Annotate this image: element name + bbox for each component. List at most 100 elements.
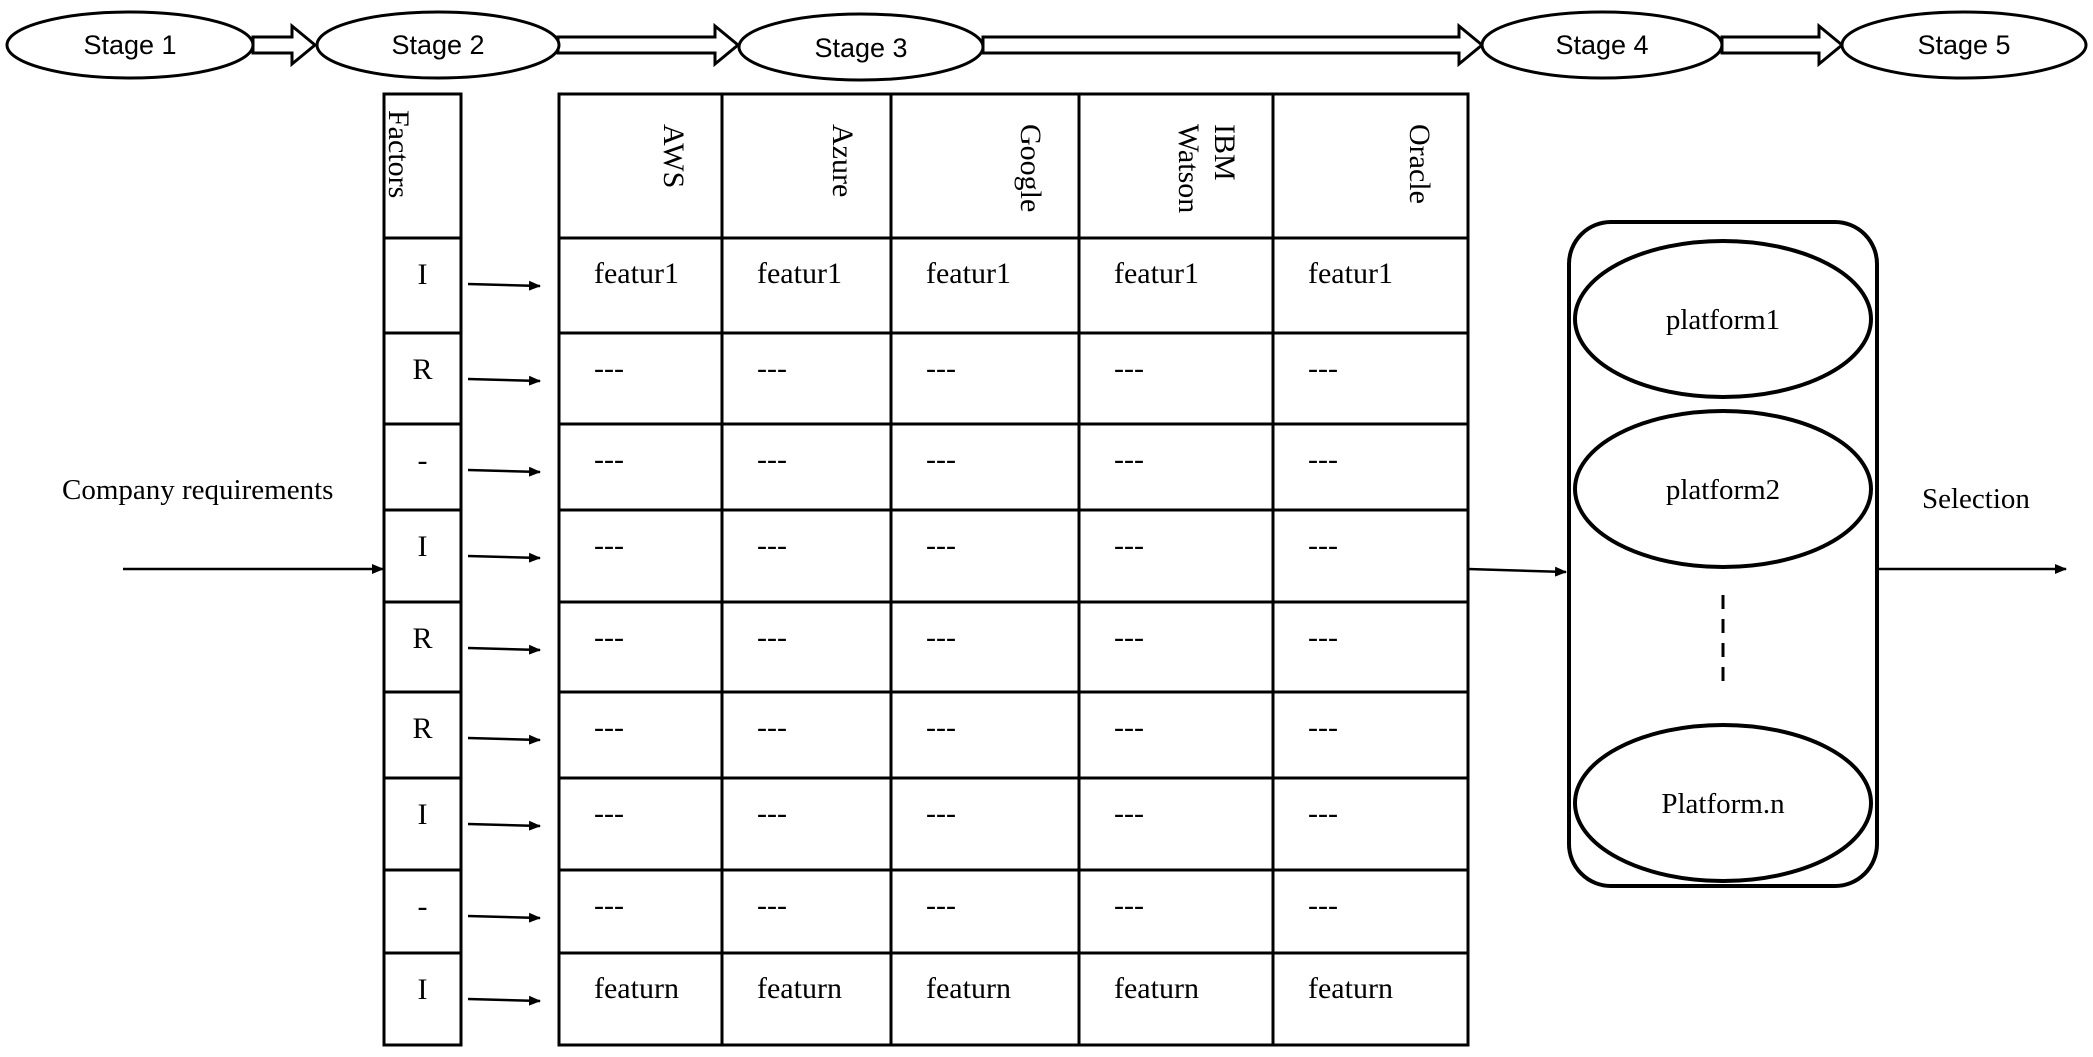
- factor-cell: I: [382, 236, 463, 335]
- feature-value: ---: [1308, 352, 1338, 385]
- table-row: ---------------: [557, 508, 1470, 604]
- table-cell-box: [1077, 600, 1275, 694]
- feature-value: featur1: [1308, 257, 1393, 290]
- factor-label: I: [418, 530, 428, 563]
- table-cell-box: [720, 236, 893, 335]
- table-cell: ---: [1271, 690, 1470, 780]
- table-cell: featur1: [1271, 236, 1470, 335]
- stage-label: Stage 1: [83, 30, 176, 60]
- table-cell-box: [1077, 868, 1275, 955]
- stage-label: Stage 3: [814, 33, 907, 63]
- stage-label: Stage 5: [1917, 30, 2010, 60]
- table-row: ---------------: [557, 690, 1470, 780]
- factor-cell-box: [382, 508, 463, 604]
- feature-value: ---: [1114, 352, 1144, 385]
- platform-label: platform2: [1666, 474, 1780, 506]
- table-cell-box: [889, 776, 1081, 872]
- table-row: ---------------: [557, 600, 1470, 694]
- table-cell-box: [720, 776, 893, 872]
- table-cell: ---: [889, 331, 1081, 426]
- factor-cell: I: [382, 951, 463, 1047]
- platform-2: platform2: [1573, 409, 1873, 569]
- feature-value: ---: [926, 889, 956, 922]
- feature-value: ---: [757, 621, 787, 654]
- table-cell: ---: [1271, 422, 1470, 512]
- factor-arrow: [467, 734, 541, 745]
- provider-header-cell: Google: [889, 92, 1081, 240]
- table-cell: featurn: [889, 951, 1081, 1047]
- feature-value: featur1: [926, 257, 1011, 290]
- feature-value: ---: [594, 889, 624, 922]
- stage-label: Stage 2: [391, 30, 484, 60]
- feature-value: ---: [1114, 889, 1144, 922]
- factor-arrow: [467, 466, 541, 477]
- table-cell-box: [557, 776, 724, 872]
- factor-arrow: [467, 375, 541, 386]
- table-cell: ---: [557, 600, 724, 694]
- feature-value: ---: [926, 352, 956, 385]
- table-cell-box: [1077, 508, 1275, 604]
- table-cell-box: [889, 951, 1081, 1047]
- platform-ellipse: [1573, 723, 1873, 883]
- table-cell-box: [720, 690, 893, 780]
- feature-value: ---: [926, 711, 956, 744]
- stage-ellipse: [737, 12, 985, 82]
- table-cell: ---: [557, 776, 724, 872]
- table-cell-box: [889, 508, 1081, 604]
- provider-header-box: [1077, 92, 1275, 240]
- feature-value: ---: [1114, 443, 1144, 476]
- table-row: ---------------: [557, 776, 1470, 872]
- table-cell: ---: [557, 331, 724, 426]
- stage-connector-arrow: [556, 22, 741, 68]
- table-cell: featurn: [1077, 951, 1275, 1047]
- feature-value: ---: [757, 529, 787, 562]
- table-cell: ---: [889, 508, 1081, 604]
- stage-connector-arrow: [1720, 22, 1845, 68]
- table-cell: ---: [889, 690, 1081, 780]
- table-to-platforms-arrow: [1467, 566, 1567, 577]
- feature-value: featur1: [594, 257, 679, 290]
- factors-header: Factors: [382, 110, 415, 198]
- input-label: Company requirements: [62, 474, 333, 506]
- table-cell-box: [889, 236, 1081, 335]
- table-cell: ---: [557, 508, 724, 604]
- table-cell-box: [557, 236, 724, 335]
- table-cell: ---: [1077, 508, 1275, 604]
- table-cell: ---: [1077, 690, 1275, 780]
- table-cell: featur1: [557, 236, 724, 335]
- stage-ellipse: [1480, 10, 1724, 80]
- output-label: Selection: [1922, 483, 2030, 515]
- table-cell: ---: [1077, 600, 1275, 694]
- table-cell: ---: [1271, 776, 1470, 872]
- feature-value: ---: [594, 443, 624, 476]
- feature-value: ---: [757, 443, 787, 476]
- platform-container: platform1 platform2 Platform.n: [1567, 220, 1879, 888]
- factor-cell: I: [382, 508, 463, 604]
- table-cell-box: [720, 508, 893, 604]
- factor-label: I: [418, 798, 428, 831]
- table-cell-box: [1077, 951, 1275, 1047]
- table-cell-box: [889, 690, 1081, 780]
- table-cell: ---: [1077, 331, 1275, 426]
- table-cell-box: [1271, 776, 1470, 872]
- platform-ellipse: [1573, 409, 1873, 569]
- table-cell-box: [1271, 422, 1470, 512]
- table-cell: featurn: [720, 951, 893, 1047]
- table-cell-box: [557, 868, 724, 955]
- factor-label: -: [418, 444, 428, 477]
- factor-label: I: [418, 973, 428, 1006]
- feature-value: ---: [1308, 889, 1338, 922]
- platform-n: Platform.n: [1573, 723, 1873, 883]
- factor-arrow: [467, 644, 541, 655]
- feature-value: featurn: [757, 972, 842, 1005]
- stage-ellipse: [1840, 10, 2088, 80]
- stage-5: Stage 5: [1840, 10, 2088, 80]
- table-cell: ---: [557, 868, 724, 955]
- feature-value: featurn: [1114, 972, 1199, 1005]
- factor-arrow: [467, 995, 541, 1006]
- table-cell: ---: [889, 868, 1081, 955]
- stage-label: Stage 4: [1555, 30, 1648, 60]
- factor-label: R: [412, 712, 432, 745]
